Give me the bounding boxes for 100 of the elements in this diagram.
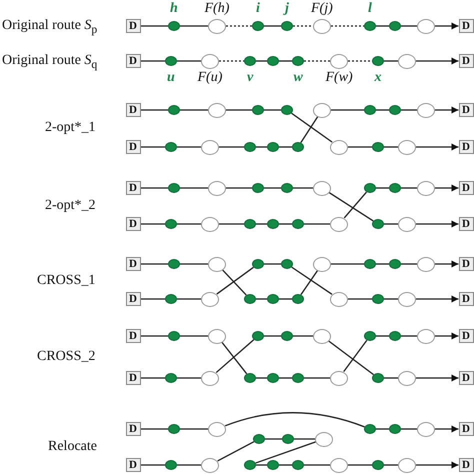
filled-node xyxy=(372,294,384,304)
node-label: l xyxy=(368,1,372,16)
open-node xyxy=(330,140,348,154)
route-line xyxy=(221,342,248,374)
depot-box: D xyxy=(458,181,474,195)
route-line xyxy=(224,412,365,428)
filled-node xyxy=(267,219,279,229)
filled-node xyxy=(281,259,293,269)
open-node xyxy=(417,422,435,436)
filled-node xyxy=(168,424,180,434)
depot-box: D xyxy=(458,458,474,472)
route-line xyxy=(140,187,168,189)
node-label: F(w) xyxy=(326,70,353,85)
open-node xyxy=(313,102,331,118)
filled-node xyxy=(165,373,177,383)
filled-node xyxy=(165,460,177,470)
depot-box: D xyxy=(458,103,474,117)
node-label: F(h) xyxy=(204,1,230,16)
route-line xyxy=(401,109,417,111)
route-line xyxy=(180,263,208,265)
route-line xyxy=(384,60,398,62)
arrow xyxy=(416,462,458,468)
route-line xyxy=(140,335,168,337)
route-line xyxy=(265,438,282,440)
arrow xyxy=(435,260,458,268)
route-line xyxy=(343,340,368,372)
filled-node xyxy=(389,331,401,341)
filled-node xyxy=(267,142,279,152)
filled-node xyxy=(389,183,401,193)
route-line xyxy=(376,25,389,27)
filled-node xyxy=(253,434,265,444)
route-line xyxy=(180,109,208,111)
route-line xyxy=(293,187,313,189)
arrow xyxy=(416,220,458,228)
filled-node xyxy=(244,219,256,229)
route-line xyxy=(304,464,330,466)
route-line xyxy=(177,60,201,62)
route-line xyxy=(328,192,374,222)
filled-node xyxy=(372,219,384,229)
filled-node xyxy=(165,294,177,304)
depot-box: D xyxy=(126,140,140,154)
route-line xyxy=(401,263,417,265)
depot-box: D xyxy=(126,371,140,385)
depot-box: D xyxy=(458,292,474,306)
route-line xyxy=(376,109,389,111)
filled-node xyxy=(281,21,293,31)
filled-node xyxy=(252,259,264,269)
filled-node xyxy=(364,424,376,434)
filled-node xyxy=(267,56,279,66)
route-line xyxy=(401,335,417,337)
node-label: h xyxy=(170,1,178,16)
route-line xyxy=(180,428,208,430)
arrow xyxy=(435,426,458,432)
filled-node xyxy=(244,294,256,304)
route-line xyxy=(217,441,254,462)
open-node xyxy=(208,18,226,34)
open-node xyxy=(208,102,226,118)
node-label: F(j) xyxy=(311,1,333,16)
route-line xyxy=(376,263,389,265)
route-line xyxy=(140,377,165,379)
open-node xyxy=(330,54,348,68)
open-node xyxy=(330,216,348,232)
route-line xyxy=(226,25,252,27)
route-line xyxy=(180,25,208,27)
route-line xyxy=(216,339,254,374)
filled-node xyxy=(292,56,304,66)
depot-box: D xyxy=(126,54,140,68)
filled-node xyxy=(389,424,401,434)
route-line xyxy=(140,428,168,430)
arrow xyxy=(416,58,458,64)
depot-box: D xyxy=(126,257,140,271)
route-line xyxy=(256,146,267,148)
open-node xyxy=(330,370,348,386)
arrow xyxy=(435,106,458,114)
route-line xyxy=(384,298,398,300)
filled-node xyxy=(282,434,294,444)
open-node xyxy=(313,256,331,272)
filled-node xyxy=(252,331,264,341)
route-line xyxy=(222,269,247,296)
route-line xyxy=(256,377,267,379)
route-line xyxy=(255,441,316,464)
open-node xyxy=(398,54,416,68)
route-line xyxy=(279,146,292,148)
route-line xyxy=(279,60,292,62)
route-line xyxy=(140,25,168,27)
depot-box: D xyxy=(458,371,474,385)
route-line xyxy=(401,187,417,189)
depot-box: D xyxy=(458,140,474,154)
route-line xyxy=(219,146,244,148)
filled-node xyxy=(389,105,401,115)
open-node xyxy=(417,18,435,34)
filled-node xyxy=(364,105,376,115)
node-label: j xyxy=(285,1,289,16)
filled-node xyxy=(389,259,401,269)
filled-node xyxy=(389,21,401,31)
route-line xyxy=(344,192,367,218)
filled-node xyxy=(292,460,304,470)
filled-node xyxy=(252,21,264,31)
route-line xyxy=(331,25,364,27)
row-label: Relocate xyxy=(48,439,97,455)
